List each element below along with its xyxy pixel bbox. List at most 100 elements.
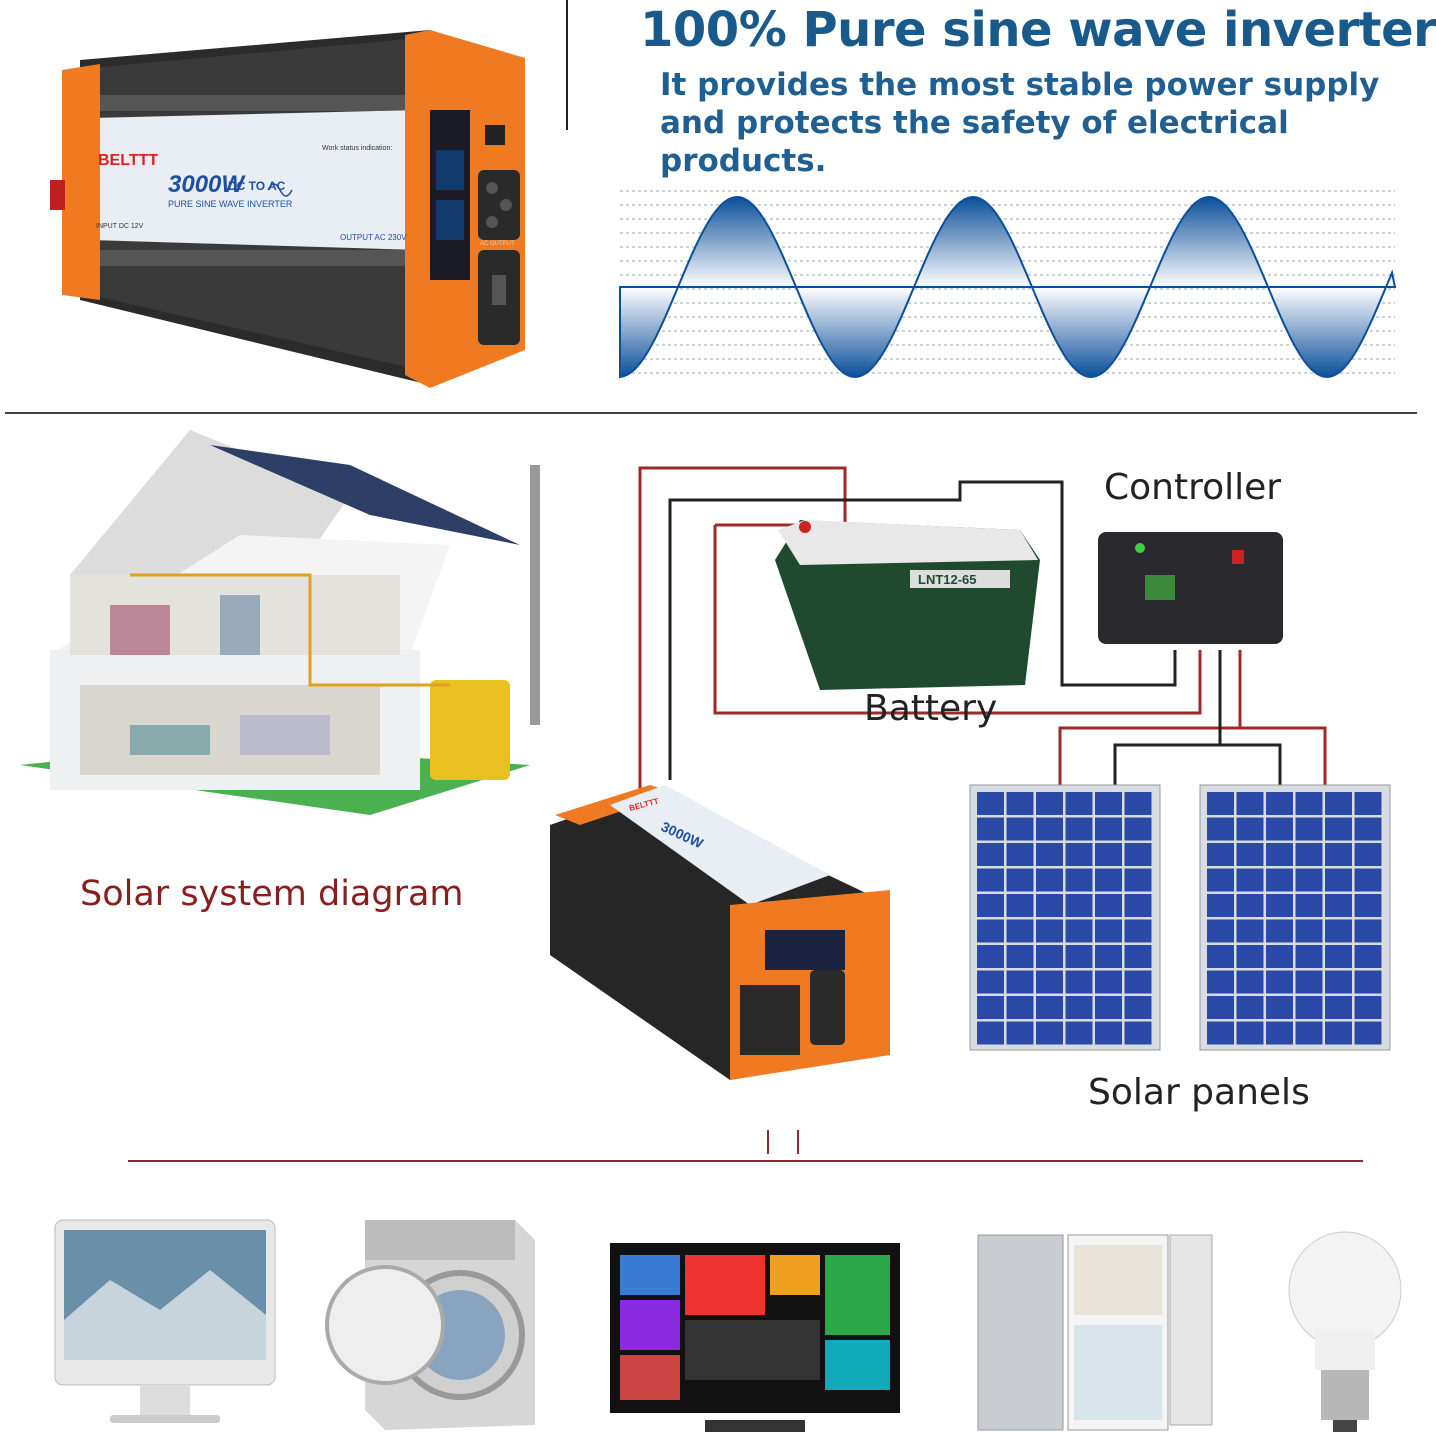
solar-cell xyxy=(1207,996,1234,1019)
solar-cell xyxy=(1065,996,1093,1019)
solar-cell xyxy=(1095,970,1122,994)
solar-cell xyxy=(977,894,1004,917)
solar-cell xyxy=(1354,843,1382,866)
solar-cell xyxy=(1036,945,1063,968)
solar-cell xyxy=(1207,868,1234,892)
diagram-title: Solar system diagram xyxy=(80,874,464,914)
solar-cell xyxy=(1065,1021,1093,1045)
solar-cell xyxy=(1266,919,1293,943)
solar-cell xyxy=(1036,792,1063,815)
solar-cell xyxy=(1006,817,1034,841)
solar-cell xyxy=(1236,996,1264,1019)
solar-cell xyxy=(977,843,1004,866)
solar-cell xyxy=(1124,970,1152,994)
solar-cell xyxy=(1236,970,1264,994)
solar-cell xyxy=(1354,996,1382,1019)
light-bulb-icon xyxy=(1285,1230,1405,1435)
solar-cell xyxy=(1006,792,1034,815)
solar-cell xyxy=(1207,894,1234,917)
solar-cell xyxy=(1354,970,1382,994)
solar-cell xyxy=(1207,792,1234,815)
solar-cell xyxy=(1207,970,1234,994)
solar-cell xyxy=(977,792,1004,815)
solar-cell xyxy=(1065,945,1093,968)
headline-subtitle: It provides the most stable power supply… xyxy=(660,67,1380,179)
solar-cell xyxy=(1325,843,1352,866)
solar-cell xyxy=(1065,919,1093,943)
solar-cell xyxy=(1266,1021,1293,1045)
solar-cell xyxy=(1124,919,1152,943)
solar-cell xyxy=(1354,1021,1382,1045)
solar-cell xyxy=(1124,945,1152,968)
solar-cell xyxy=(1266,792,1293,815)
solar-cell xyxy=(1266,996,1293,1019)
solar-cell xyxy=(1354,817,1382,841)
solar-cell xyxy=(1325,919,1352,943)
solar-cell xyxy=(1065,868,1093,892)
product-output: OUTPUT AC 230V xyxy=(340,233,407,242)
solar-cell xyxy=(1325,970,1352,994)
solar-cell xyxy=(1036,868,1063,892)
solar-cell xyxy=(1006,1021,1034,1045)
solar-cell xyxy=(977,868,1004,892)
solar-cell xyxy=(1236,843,1264,866)
solar-cell xyxy=(1124,1021,1152,1045)
washing-machine-icon xyxy=(315,1215,545,1435)
solar-cell xyxy=(1006,996,1034,1019)
battery-illustration: LNT12-65 xyxy=(775,520,1040,690)
solar-cell xyxy=(1124,868,1152,892)
solar-cell xyxy=(1036,970,1063,994)
solar-cell xyxy=(1207,817,1234,841)
solar-cell xyxy=(1065,894,1093,917)
solar-cell xyxy=(1295,792,1323,815)
solar-cell xyxy=(1325,894,1352,917)
top-vertical-divider xyxy=(566,0,568,130)
solar-cell xyxy=(1124,817,1152,841)
solar-cell xyxy=(1006,843,1034,866)
solar-cell xyxy=(1006,970,1034,994)
solar-cell xyxy=(1236,1021,1264,1045)
solar-cell xyxy=(1006,945,1034,968)
solar-cell xyxy=(1236,817,1264,841)
product-power: 3000W xyxy=(168,171,246,198)
solar-cell xyxy=(1065,792,1093,815)
solar-cell xyxy=(977,1021,1004,1045)
solar-cell xyxy=(1006,919,1034,943)
solar-cell xyxy=(1295,970,1323,994)
solar-cell xyxy=(1236,792,1264,815)
solar-cell xyxy=(1354,945,1382,968)
wiring-diagram: LNT12-65 xyxy=(600,460,1400,1080)
solar-cell xyxy=(1095,919,1122,943)
solar-cell xyxy=(1295,817,1323,841)
solar-house-illustration xyxy=(10,425,570,845)
solar-cell xyxy=(1325,996,1352,1019)
solar-cell xyxy=(1124,843,1152,866)
solar-cell xyxy=(1006,868,1034,892)
solar-cell xyxy=(1095,996,1122,1019)
product-brand: BELTTT xyxy=(98,152,158,169)
solar-cell xyxy=(1036,996,1063,1019)
solar-cell xyxy=(1207,1021,1234,1045)
solar-cell xyxy=(1065,843,1093,866)
inverter-product-image: BELTTT 3000W DC TO AC PURE SINE WAVE INV… xyxy=(0,0,560,400)
solar-cell xyxy=(1236,919,1264,943)
solar-cell xyxy=(1095,817,1122,841)
product-socket-label: AC OUTPUT xyxy=(480,241,515,247)
inverter-diagram-image: 3000W BELTTT xyxy=(540,785,900,1085)
bottom-divider xyxy=(128,1160,1363,1162)
refrigerator-icon xyxy=(970,1225,1220,1435)
solar-cell xyxy=(1236,868,1264,892)
solar-cell xyxy=(1124,792,1152,815)
solar-cell xyxy=(1266,970,1293,994)
product-status-title: Work status indication: xyxy=(322,145,392,152)
solar-cell xyxy=(1295,843,1323,866)
solar-cell xyxy=(1354,919,1382,943)
solar-cell xyxy=(1207,945,1234,968)
solar-cell xyxy=(977,970,1004,994)
solar-cell xyxy=(1266,894,1293,917)
solar-cell xyxy=(1036,817,1063,841)
headline-title: 100% Pure sine wave inverter xyxy=(640,2,1436,58)
solar-cell xyxy=(1295,1021,1323,1045)
solar-cell xyxy=(1095,945,1122,968)
divider-tick-left xyxy=(767,1130,769,1154)
